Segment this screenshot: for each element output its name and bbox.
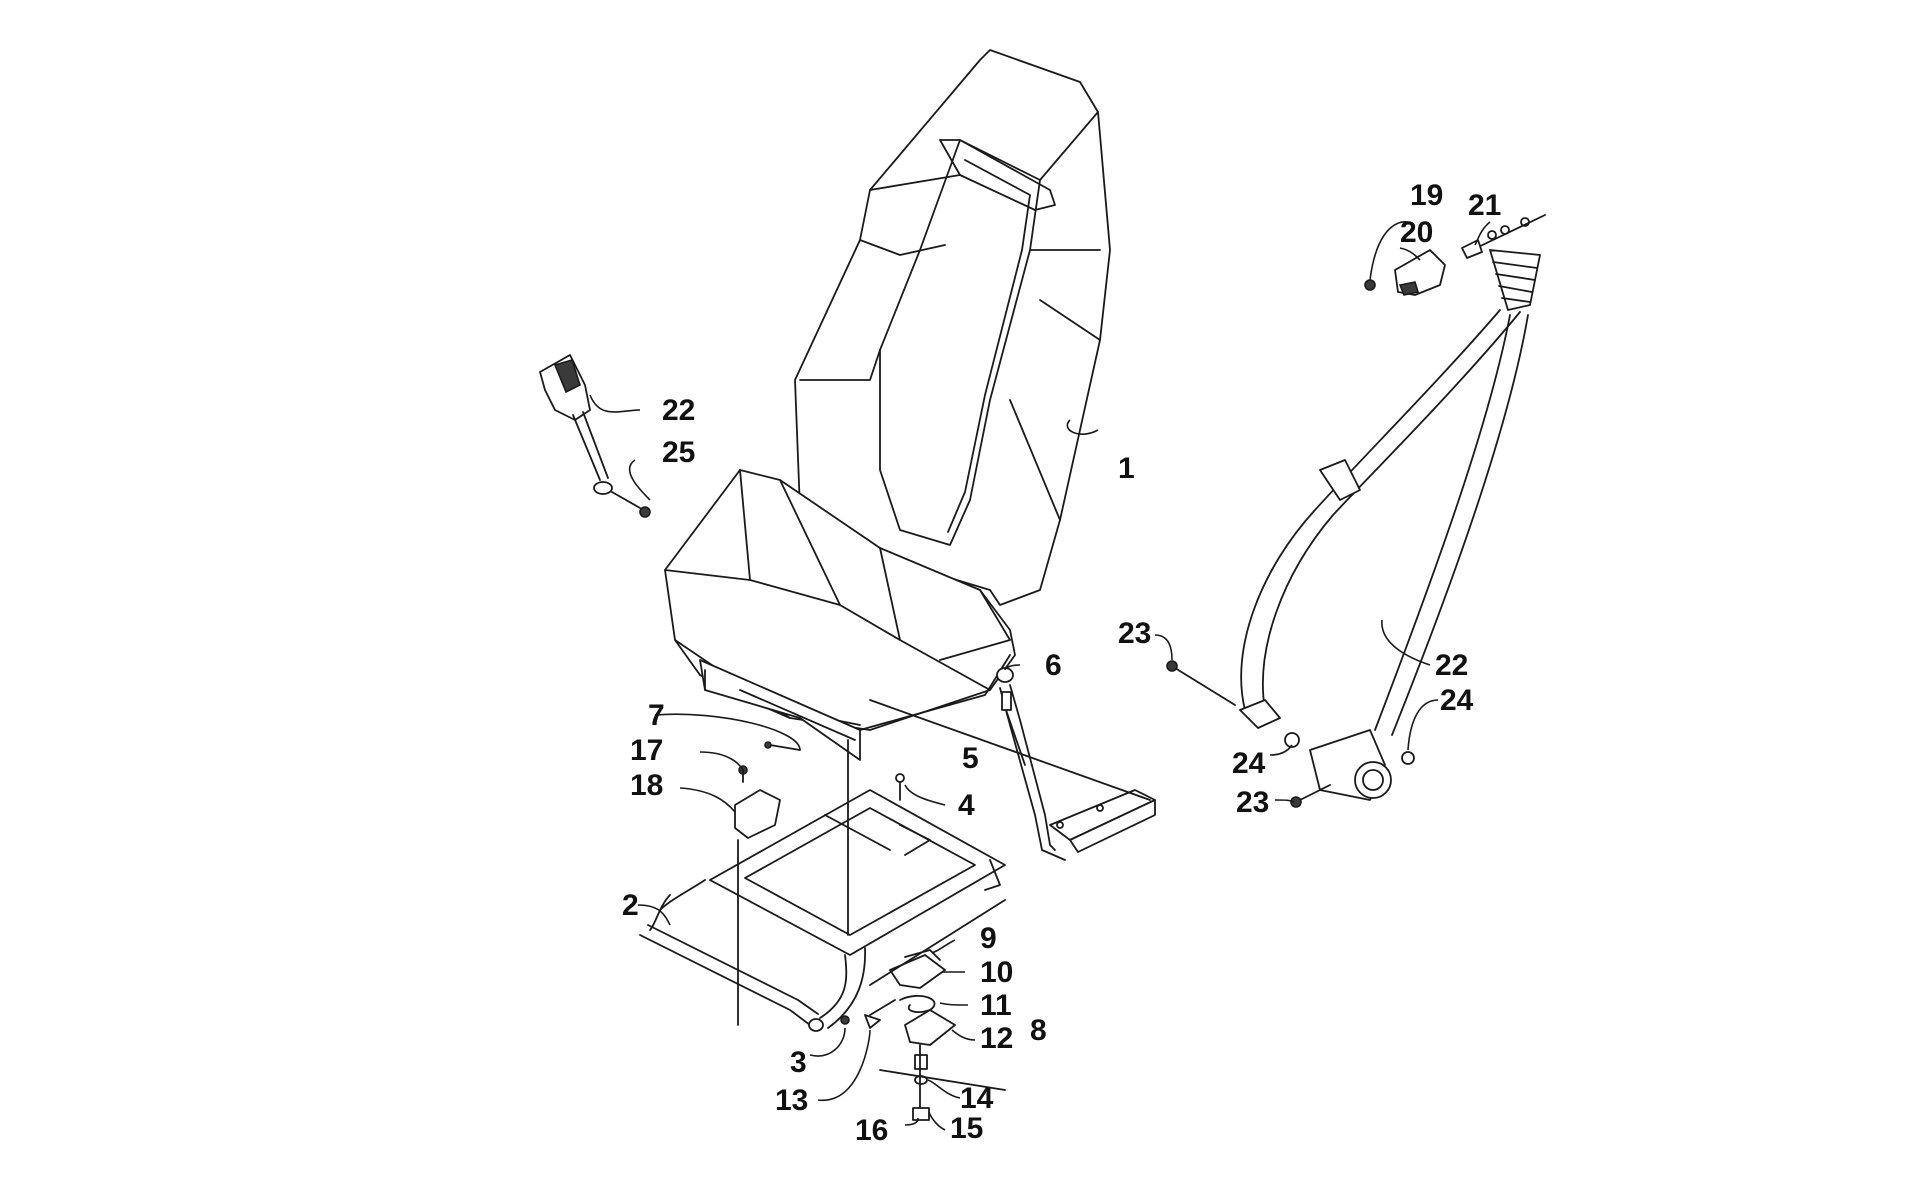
seat-belt-buckle [539, 354, 613, 495]
callout-6: 6 [1045, 649, 1062, 682]
callout-18: 18 [630, 769, 663, 802]
callout-7: 7 [648, 699, 665, 732]
callout-24-right: 24 [1440, 684, 1474, 717]
bolt-23-upper [1166, 660, 1236, 706]
gas-spring [996, 667, 1026, 766]
seat-frame [639, 789, 1006, 1032]
seat-frame-plate [709, 789, 1006, 956]
callout-23-lower: 23 [1236, 786, 1269, 819]
callout-10: 10 [980, 956, 1013, 989]
callout-16: 16 [855, 1114, 888, 1147]
screw-4 [895, 773, 905, 801]
seat [664, 49, 1111, 761]
bracket-18 [734, 789, 781, 839]
latch-assembly [840, 899, 1006, 1121]
seat-belt-retractor [1239, 249, 1541, 801]
callout-23-upper: 23 [1118, 617, 1151, 650]
callout-24-left: 24 [1232, 747, 1266, 780]
belt-guide [1364, 214, 1546, 296]
callout-9: 9 [980, 922, 997, 955]
callout-14: 14 [960, 1082, 994, 1115]
callout-5: 5 [962, 742, 979, 775]
callout-21: 21 [1468, 189, 1501, 222]
bolt-17 [738, 765, 748, 783]
callout-1: 1 [1118, 452, 1135, 485]
callout-12: 12 [980, 1022, 1013, 1055]
callout-3: 3 [790, 1046, 807, 1079]
seat-backrest-panel [879, 139, 1041, 546]
leader-lines [589, 221, 1491, 1131]
callout-11: 11 [980, 989, 1012, 1022]
callout-22-buckle: 22 [662, 394, 695, 427]
bolt-25 [611, 491, 651, 518]
seat-support-bracket [869, 684, 1156, 861]
callout-8: 8 [1030, 1014, 1047, 1047]
callout-13: 13 [775, 1084, 808, 1117]
callout-4: 4 [958, 789, 975, 822]
callout-17: 17 [630, 734, 663, 767]
callout-19: 19 [1410, 179, 1443, 212]
bolt-23-lower [1290, 784, 1331, 808]
bolt-7 [764, 741, 801, 751]
callout-15: 15 [950, 1112, 983, 1145]
callout-20: 20 [1400, 216, 1433, 249]
seat-frame-rail-front [639, 934, 811, 1026]
callout-labels: 1 2 3 4 5 6 7 8 9 10 11 12 13 14 15 16 1… [622, 179, 1501, 1147]
callout-25: 25 [662, 436, 695, 469]
callout-22-retractor: 22 [1435, 649, 1468, 682]
callout-2: 2 [622, 889, 639, 922]
